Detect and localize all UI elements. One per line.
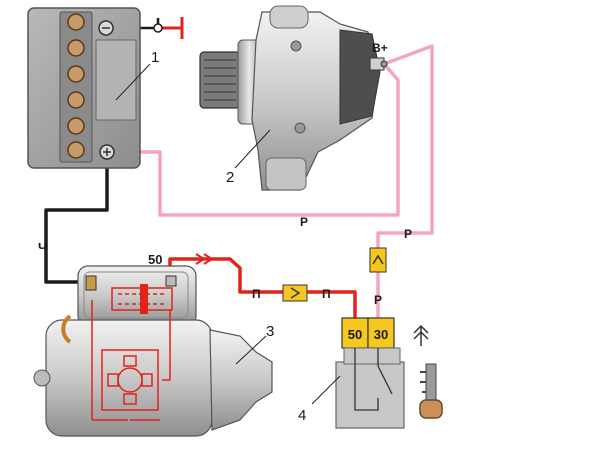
fuse-icon [282, 284, 308, 302]
callout-alternator: 2 [226, 169, 234, 186]
wire-label-pink-alt: Р [300, 215, 308, 229]
callout-starter: 3 [266, 323, 274, 340]
pink-wire-alternator-relay [376, 44, 434, 318]
wire-label-red-right: П [322, 287, 331, 301]
battery [27, 7, 141, 169]
pink-wire-battery-alternator [118, 62, 400, 217]
callout-battery: 1 [151, 49, 159, 66]
wire-label-black: Ч [38, 240, 47, 255]
starter-internal-schematic [91, 284, 173, 421]
antenna-icon [413, 324, 429, 346]
wire-label-pink-relay: Р [374, 293, 382, 307]
callout-relay: 4 [298, 407, 306, 424]
starter-relay: 50 30 [335, 317, 405, 429]
alternator-bplus-label: B+ [372, 41, 388, 55]
black-wire-battery-starter [44, 160, 109, 284]
battery-cell-caps [67, 13, 85, 159]
starter-motor [33, 265, 273, 437]
relay-terminal-50: 50 [348, 327, 362, 342]
fuse-icon-vertical [369, 247, 387, 273]
alternator [199, 5, 388, 191]
red-wire-starter-relay [168, 257, 357, 318]
wire-label-red-left: П [252, 287, 261, 301]
relay-terminal-30: 30 [374, 327, 388, 342]
starter-terminal-50-label: 50 [148, 252, 162, 267]
wire-label-pink-vertical: Р [404, 227, 412, 241]
ignition-key-icon [419, 363, 443, 419]
red-wire-chevron [195, 253, 214, 265]
